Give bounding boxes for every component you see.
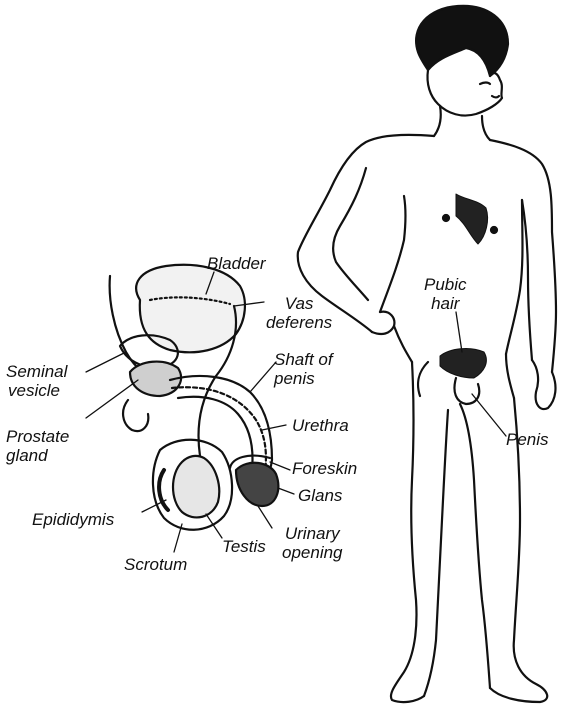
face (427, 70, 502, 116)
standing-figure (298, 6, 556, 702)
left-leg (391, 362, 424, 702)
label-testis: Testis (222, 537, 266, 556)
torso-left (380, 196, 406, 312)
epididymis-shape (159, 470, 168, 510)
label-epididymis: Epididymis (32, 510, 114, 529)
bladder-shape (136, 265, 245, 352)
label-scrotum: Scrotum (124, 555, 187, 574)
organs (110, 265, 279, 530)
label-pubic-hair: Pubic hair (424, 275, 467, 313)
label-urinary-opening: Urinary opening (282, 524, 343, 562)
label-prostate-gland: Prostate gland (6, 427, 69, 465)
label-foreskin: Foreskin (292, 459, 357, 478)
label-seminal-vesicle: Seminal vesicle (6, 362, 67, 400)
label-bladder: Bladder (207, 254, 266, 273)
label-penis: Penis (506, 430, 549, 449)
label-shaft-of-penis: Shaft of penis (274, 350, 333, 388)
torso-right (506, 200, 523, 354)
label-vas-deferens: Vas deferens (266, 294, 332, 332)
label-urethra: Urethra (292, 416, 349, 435)
testis-shape (173, 456, 219, 518)
hair (416, 6, 508, 76)
glans-shape (236, 463, 278, 506)
label-glans: Glans (298, 486, 342, 505)
